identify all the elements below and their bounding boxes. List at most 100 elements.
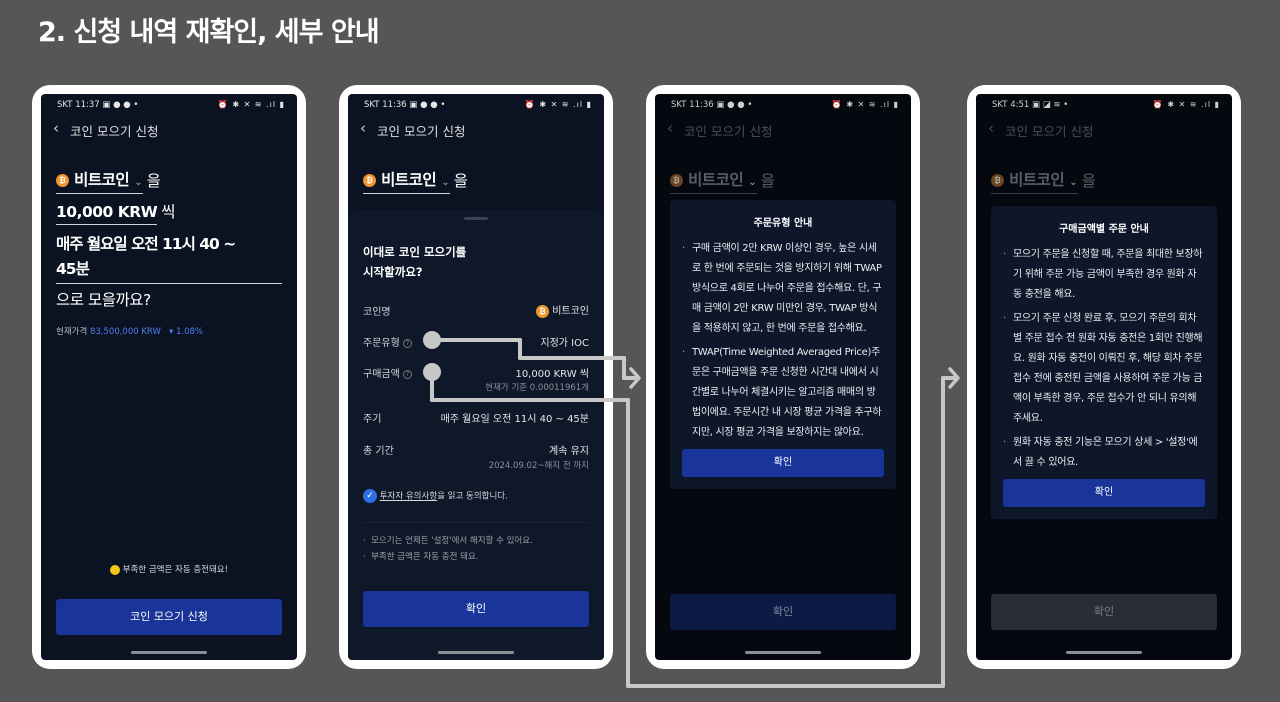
note-item: · 모으기는 언제든 '설정'에서 해지할 수 있어요. <box>363 536 533 546</box>
chevron-down-icon: ⌄ <box>441 177 450 188</box>
back-icon[interactable]: ‹ <box>988 119 994 137</box>
coin-suffix: 을 <box>453 172 468 190</box>
row-value-amount: 10,000 KRW 씩 <box>515 369 589 380</box>
agree-checkbox[interactable]: ✓ 투자자 유의사항을 읽고 동의합니다. <box>363 489 508 503</box>
arrowhead-icon <box>948 367 960 389</box>
modal-item: 구매 금액이 2만 KRW 이상인 경우, 높은 시세로 한 번에 주문되는 것… <box>682 239 884 339</box>
current-price: 현재가격 83,500,000 KRW ▾ 1.08% <box>56 327 203 337</box>
arrow-segment <box>430 398 630 402</box>
back-icon[interactable]: ‹ <box>667 119 673 137</box>
coin-name: 비트코인 <box>74 171 130 189</box>
confirm-button-disabled: 확인 <box>991 594 1217 630</box>
header-title: 코인 모으기 신청 <box>1005 124 1094 139</box>
row-label-order-type: 주문유형 ? <box>363 334 412 349</box>
row-label-period: 총 기간 <box>363 446 394 457</box>
back-icon[interactable]: ‹ <box>53 119 59 137</box>
amount-suffix: 씩 <box>161 203 176 221</box>
status-bar-icons: ⏰ ✱ ✕ ≋ .ıl ▮ <box>1152 100 1220 109</box>
header-title: 코인 모으기 신청 <box>70 124 159 139</box>
info-modal: 구매금액별 주문 안내모으기 주문을 신청할 때, 주문을 최대한 보장하기 위… <box>991 206 1217 519</box>
coin-selector[interactable]: ₿ 비트코인 ⌄ <box>991 168 1078 194</box>
coin-selector[interactable]: ₿ 비트코인 ⌄ <box>670 168 757 194</box>
home-bar[interactable] <box>438 651 514 654</box>
help-icon[interactable]: ? <box>403 369 412 379</box>
arrowhead-icon <box>629 367 641 389</box>
row-value-coin: ₿ 비트코인 <box>536 302 589 318</box>
row-value-period: 계속 유지 <box>549 446 589 457</box>
bitcoin-icon: ₿ <box>56 174 69 187</box>
phone-3: SKT 11:36 ▣ ● ● • ⏰ ✱ ✕ ≋ .ıl ▮ ‹ 코인 모으기… <box>646 85 920 669</box>
apply-button[interactable]: 코인 모으기 신청 <box>56 599 282 635</box>
coin-row: ₿ 비트코인 ⌄ 을 <box>670 168 775 194</box>
coin-row: ₿ 비트코인 ⌄ 을 <box>363 168 468 194</box>
amount-row: 10,000 KRW 씩 <box>56 200 176 225</box>
coin-suffix: 을 <box>760 172 775 190</box>
modal-body: 구매 금액이 2만 KRW 이상인 경우, 높은 시세로 한 번에 주문되는 것… <box>670 229 896 443</box>
schedule-field[interactable]: 매주 월요일 오전 11시 40 ~ 45분 <box>56 232 282 284</box>
coin-suffix: 을 <box>146 172 161 190</box>
arrow-segment <box>518 356 626 360</box>
modal-item: 모으기 주문 신청 완료 후, 모으기 주문의 회차별 주문 접수 전 원화 자… <box>1003 309 1205 429</box>
row-sub-amount: 현재가 기준 0.00011961개 <box>485 383 589 393</box>
bitcoin-icon: ₿ <box>670 174 683 187</box>
arrow-segment <box>622 376 638 380</box>
row-value-order-type: 지정가 IOC <box>540 338 589 349</box>
agree-text: 을 읽고 동의합니다. <box>437 491 508 502</box>
terms-link[interactable]: 투자자 유의사항 <box>379 491 438 502</box>
modal-confirm-button[interactable]: 확인 <box>1003 479 1205 507</box>
arrow-segment <box>430 338 522 342</box>
bitcoin-icon: ₿ <box>991 174 1004 187</box>
modal-body: 모으기 주문을 신청할 때, 주문을 최대한 보장하기 위해 주문 가능 금액이… <box>991 235 1217 473</box>
status-bar-time: SKT 11:36 ▣ ● ● • <box>364 100 446 110</box>
page-title: 2. 신청 내역 재확인, 세부 안내 <box>38 17 380 48</box>
question-text: 으로 모을까요? <box>56 291 151 309</box>
coin-selector[interactable]: ₿ 비트코인 ⌄ <box>363 168 450 194</box>
modal-confirm-button[interactable]: 확인 <box>682 449 884 477</box>
back-icon[interactable]: ‹ <box>360 119 366 137</box>
row-label-amount: 구매금액 ? <box>363 365 412 380</box>
coin-suffix: 을 <box>1081 172 1096 190</box>
phone-4: SKT 4:51 ▣ ◪ ≋ • ⏰ ✱ ✕ ≋ .ıl ▮ ‹ 코인 모으기 … <box>967 85 1241 669</box>
coin-name: 비트코인 <box>381 171 437 189</box>
row-sub-period: 2024.09.02~해지 전 까지 <box>488 461 589 471</box>
coin-name: 비트코인 <box>688 171 744 189</box>
home-bar[interactable] <box>745 651 821 654</box>
sheet-handle[interactable] <box>464 217 488 220</box>
modal-item: 모으기 주문을 신청할 때, 주문을 최대한 보장하기 위해 주문 가능 금액이… <box>1003 245 1205 305</box>
home-bar[interactable] <box>131 651 207 654</box>
arrow-segment <box>430 370 434 402</box>
modal-item: TWAP(Time Weighted Averaged Price)주문은 구매… <box>682 343 884 443</box>
marker-order-type <box>423 331 441 349</box>
arrow-segment <box>626 684 945 688</box>
amount-value: 10,000 KRW <box>56 203 158 221</box>
chevron-down-icon: ⌄ <box>134 177 143 188</box>
modal-title: 주문유형 안내 <box>753 218 813 229</box>
divider <box>363 522 589 523</box>
header-title: 코인 모으기 신청 <box>377 124 466 139</box>
arrow-segment <box>518 338 522 360</box>
coin-name: 비트코인 <box>1009 171 1065 189</box>
status-bar-icons: ⏰ ✱ ✕ ≋ .ıl ▮ <box>217 100 285 109</box>
arrow-segment <box>622 356 626 380</box>
arrow-segment <box>941 376 957 380</box>
marker-amount <box>423 363 441 381</box>
info-modal: 주문유형 안내구매 금액이 2만 KRW 이상인 경우, 높은 시세로 한 번에… <box>670 200 896 489</box>
auto-charge-note: 부족한 금액은 자동 충전돼요! <box>41 563 297 575</box>
chevron-down-icon: ⌄ <box>1069 177 1078 188</box>
row-label-coin: 코인명 <box>363 307 391 318</box>
screen-order-type-info: SKT 11:36 ▣ ● ● • ⏰ ✱ ✕ ≋ .ıl ▮ ‹ 코인 모으기… <box>655 94 911 660</box>
check-icon: ✓ <box>363 489 377 503</box>
chevron-down-icon: ⌄ <box>748 177 757 188</box>
note-item: · 부족한 금액은 자동 충전 돼요. <box>363 552 479 562</box>
amount-field[interactable]: 10,000 KRW <box>56 202 158 225</box>
confirm-button-disabled: 확인 <box>670 594 896 630</box>
coin-icon <box>109 564 120 575</box>
modal-title: 구매금액별 주문 안내 <box>1059 224 1149 235</box>
bitcoin-icon: ₿ <box>363 174 376 187</box>
confirm-button[interactable]: 확인 <box>363 591 589 627</box>
header-title: 코인 모으기 신청 <box>684 124 773 139</box>
home-bar[interactable] <box>1066 651 1142 654</box>
help-icon[interactable]: ? <box>403 338 412 348</box>
coin-selector[interactable]: ₿ 비트코인 ⌄ <box>56 168 143 194</box>
